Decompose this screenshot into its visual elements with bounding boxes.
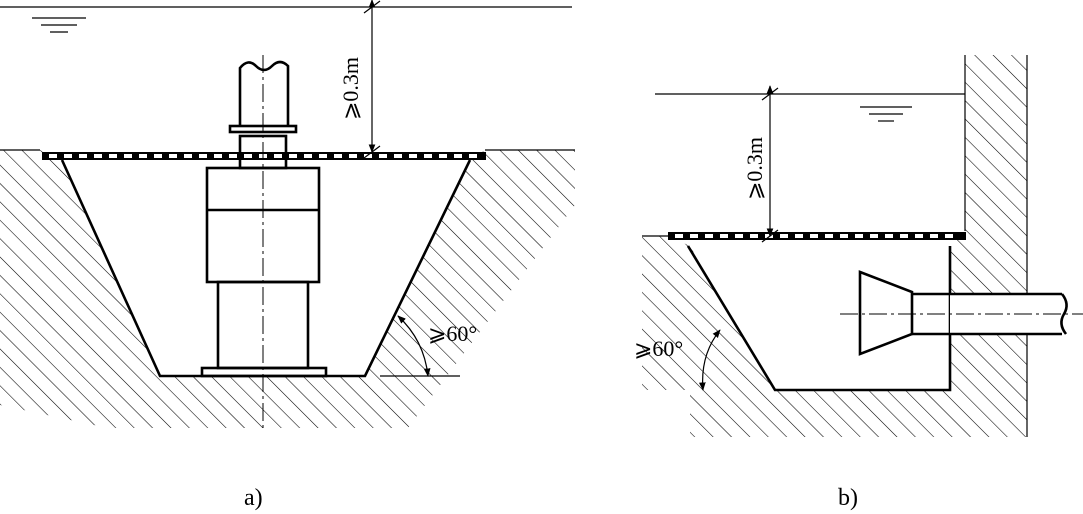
grating-hole bbox=[394, 154, 402, 158]
grating-hole bbox=[79, 154, 87, 158]
grating-hole bbox=[409, 154, 417, 158]
grating-hole bbox=[109, 154, 117, 158]
grating-hole bbox=[379, 154, 387, 158]
grating-hole bbox=[154, 154, 162, 158]
grating-hole bbox=[810, 234, 818, 238]
grating-hole bbox=[49, 154, 57, 158]
grating-hole bbox=[915, 234, 923, 238]
dimension-label: ⩾0.3m bbox=[742, 137, 767, 200]
soil-hatch bbox=[0, 150, 575, 428]
angle-label: ⩾60° bbox=[634, 336, 683, 361]
grating-hole bbox=[780, 234, 788, 238]
caption: a) bbox=[244, 485, 263, 511]
grating-hole bbox=[139, 154, 147, 158]
water-level-symbol bbox=[860, 106, 912, 122]
grating-hole bbox=[229, 154, 237, 158]
grating-hole bbox=[289, 154, 297, 158]
angle-arc bbox=[397, 315, 431, 377]
discharge-pipe bbox=[238, 60, 290, 126]
grating-hole bbox=[675, 234, 683, 238]
grating-hole bbox=[690, 234, 698, 238]
grating-hole bbox=[469, 154, 477, 158]
grating-hole bbox=[364, 154, 372, 158]
grating-hole bbox=[349, 154, 357, 158]
grating-hole bbox=[274, 154, 282, 158]
grating-hole bbox=[424, 154, 432, 158]
dimension-label: ⩾0.3m bbox=[338, 57, 363, 120]
grating-hole bbox=[855, 234, 863, 238]
grating-hole bbox=[945, 234, 953, 238]
grating-hole bbox=[454, 154, 462, 158]
grating-hole bbox=[840, 234, 848, 238]
grating-hole bbox=[304, 154, 312, 158]
grating-hole bbox=[334, 154, 342, 158]
grating-hole bbox=[870, 234, 878, 238]
caption: b) bbox=[838, 485, 858, 511]
grating-hole bbox=[184, 154, 192, 158]
grating-holes bbox=[49, 154, 477, 158]
grating-hole bbox=[214, 154, 222, 158]
grating-hole bbox=[825, 234, 833, 238]
grating-hole bbox=[64, 154, 72, 158]
figure-b-horizontal-inlet-sump: ⩾0.3m ⩾60° b) bbox=[634, 55, 1083, 511]
grating-hole bbox=[319, 154, 327, 158]
grating-hole bbox=[735, 234, 743, 238]
wall-hatch bbox=[642, 55, 1027, 437]
grating-hole bbox=[930, 234, 938, 238]
suction-pipe-break bbox=[1060, 293, 1068, 335]
water-level-symbol bbox=[32, 17, 86, 33]
grating-hole bbox=[94, 154, 102, 158]
grating-hole bbox=[199, 154, 207, 158]
grating-hole bbox=[169, 154, 177, 158]
grating-hole bbox=[705, 234, 713, 238]
grating-hole bbox=[720, 234, 728, 238]
grating-hole bbox=[750, 234, 758, 238]
grating-hole bbox=[900, 234, 908, 238]
angle-arc bbox=[699, 329, 721, 391]
angle-label: ⩾60° bbox=[428, 321, 477, 346]
grating-hole bbox=[244, 154, 252, 158]
grating-holes bbox=[675, 234, 953, 238]
grating-hole bbox=[124, 154, 132, 158]
grating-hole bbox=[885, 234, 893, 238]
grating-hole bbox=[795, 234, 803, 238]
figure-a-vertical-pump-sump: ⩾0.3m ⩾60° a) bbox=[0, 0, 575, 511]
grating-hole bbox=[439, 154, 447, 158]
